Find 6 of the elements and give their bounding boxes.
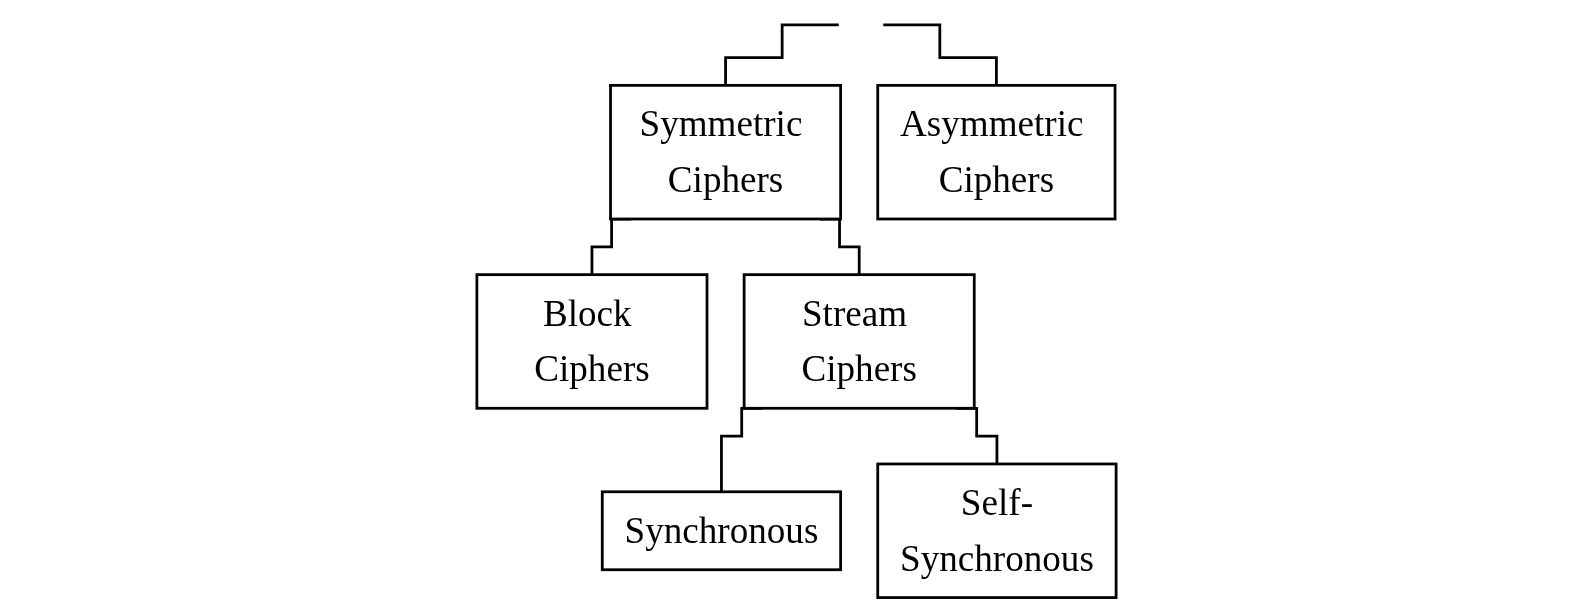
node-box: Block Ciphers (475, 273, 709, 410)
node-box: Synchronous (600, 490, 843, 572)
node-box: Stream Ciphers (742, 273, 976, 410)
node-box: Asymmetric Ciphers (876, 84, 1117, 221)
node-box: Self-Synchronous (876, 462, 1118, 599)
node-box: Symmetric Ciphers (609, 84, 842, 221)
